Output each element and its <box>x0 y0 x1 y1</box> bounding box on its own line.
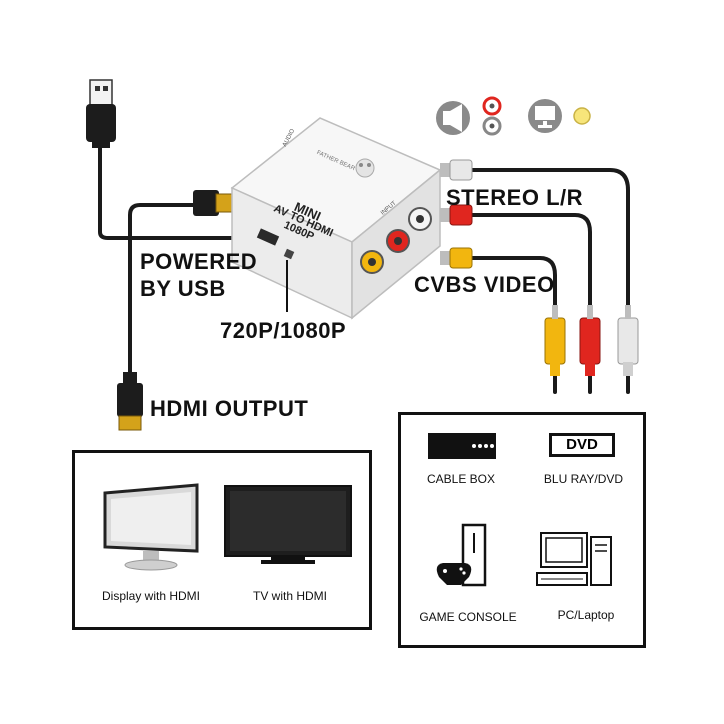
displays-panel: Display with HDMI TV with HDMI <box>72 450 372 630</box>
switch-label: 720P/1080P <box>220 318 347 343</box>
game-console-icon <box>436 523 487 587</box>
cable-box-icon <box>428 433 496 459</box>
hdmi-plug-output-icon <box>117 372 143 431</box>
speaker-icon <box>436 101 470 135</box>
monitor-label: Display with HDMI <box>101 589 200 603</box>
red-rca-cable <box>468 213 592 320</box>
dvd-player-icon: DVD <box>549 433 615 457</box>
cable-group <box>98 133 630 394</box>
dvd-badge: DVD <box>566 436 598 453</box>
powered-line2: BY USB <box>140 276 226 301</box>
white-rca-cable <box>468 168 630 320</box>
game-console-label: GAME CONSOLE <box>419 610 517 624</box>
yellow-rca-cable <box>468 256 557 320</box>
stereo-label: STEREO L/R <box>446 185 584 210</box>
hdmi-plug-top-icon <box>193 190 233 216</box>
monitor-small-icon <box>528 99 562 133</box>
monitor-icon <box>103 483 199 571</box>
usb-plug-icon <box>86 79 116 148</box>
video-jack-icon <box>573 107 591 125</box>
audio-jacks-icon <box>482 96 502 136</box>
cvbs-label: CVBS VIDEO <box>414 272 555 297</box>
sources-icons-svg <box>436 523 612 587</box>
hdmi-output-label: HDMI OUTPUT <box>150 396 309 421</box>
pc-laptop-icon <box>536 532 612 586</box>
sources-panel: CABLE BOX DVD BLU RAY/DVD GAME CONSOLE P… <box>398 412 646 648</box>
powered-label: POWERED BY USB <box>140 248 257 302</box>
dvd-label: BLU RAY/DVD <box>543 472 624 486</box>
usb-cable <box>98 133 262 240</box>
tv-label: TV with HDMI <box>252 589 327 603</box>
rca-plugs-horizontal <box>440 159 473 269</box>
tv-icon <box>224 485 352 564</box>
hdmi-cable <box>128 203 212 374</box>
pc-laptop-label: PC/Laptop <box>557 608 615 622</box>
cable-box-label: CABLE BOX <box>426 472 496 486</box>
rca-plugs-vertical <box>544 305 639 376</box>
displays-icons-svg <box>103 483 352 571</box>
powered-line1: POWERED <box>140 249 258 274</box>
rca-sockets <box>360 207 432 274</box>
